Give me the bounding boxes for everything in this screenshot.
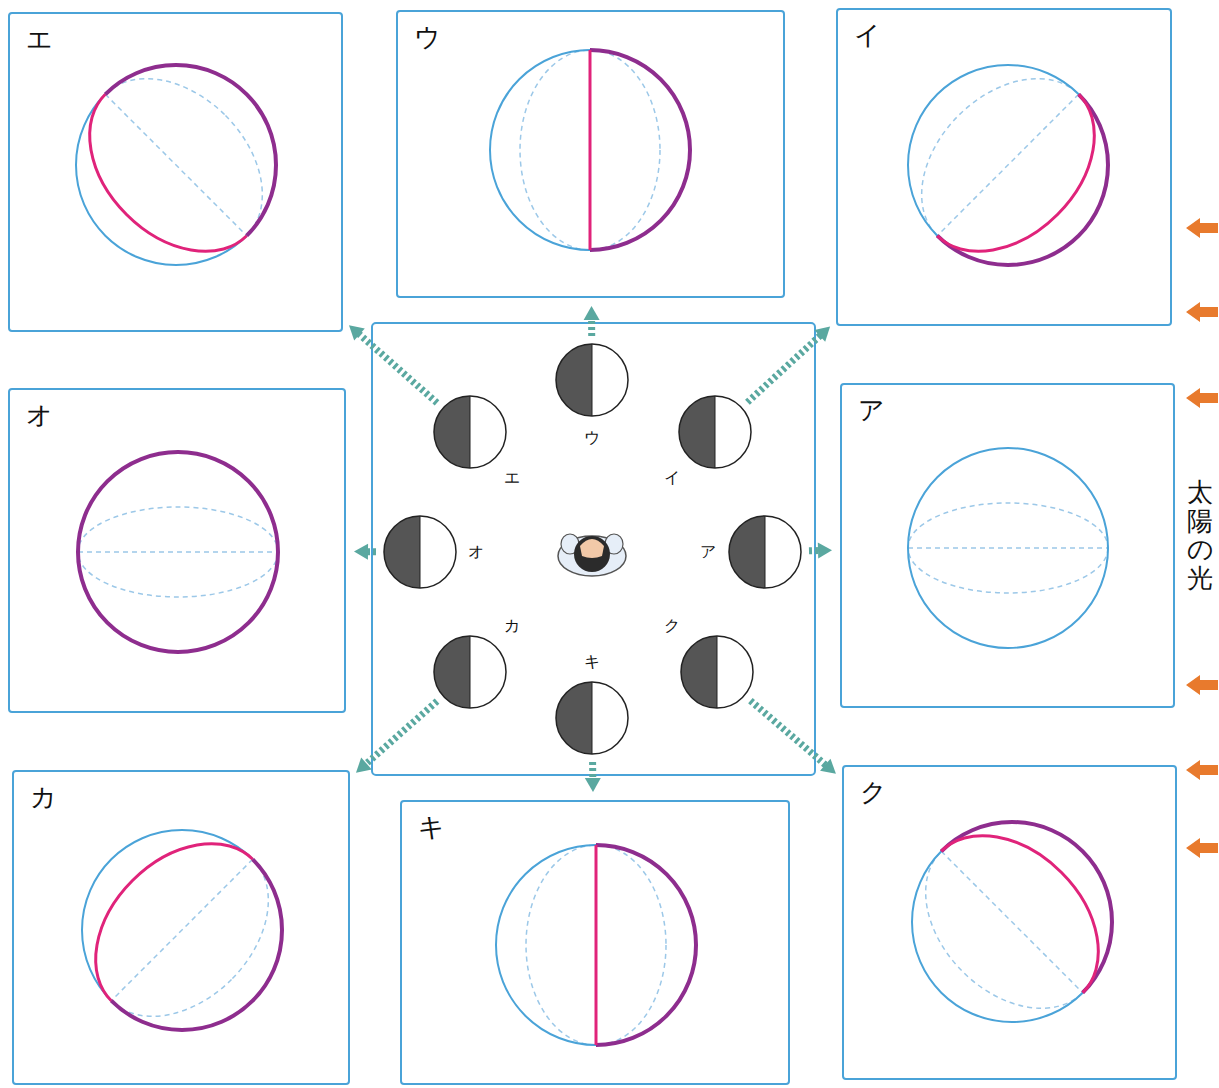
position-label: カ (504, 616, 520, 637)
phase-panel: キ (400, 800, 790, 1085)
view-arrow (750, 701, 836, 774)
moon-symbol (727, 514, 803, 590)
moon-position: イ (677, 394, 753, 470)
panel-label: オ (26, 398, 53, 433)
moon-symbol (679, 634, 755, 710)
position-label: エ (504, 468, 520, 489)
moon-position: カ (432, 634, 508, 710)
moon-position: ク (679, 634, 755, 710)
position-label: オ (468, 542, 484, 563)
position-label: キ (584, 652, 600, 673)
view-arrow (585, 762, 601, 792)
moon-position: ア (727, 514, 803, 590)
panel-label: ア (858, 393, 885, 428)
moon-phase (490, 50, 690, 250)
panel-label: ク (860, 775, 887, 810)
moon-symbol (554, 342, 630, 418)
position-label: ウ (584, 428, 600, 449)
moon-phase (41, 789, 324, 1072)
sunlight-label: 太陽の光 (1187, 478, 1213, 592)
moon-position: オ (382, 514, 458, 590)
center-panel (372, 323, 815, 775)
view-arrow (354, 544, 376, 560)
position-label: イ (664, 468, 680, 489)
phase-panel: オ (8, 388, 346, 713)
moon-phase (496, 845, 696, 1045)
moon-phase (78, 452, 278, 652)
phase-panel: ク (842, 765, 1177, 1080)
moon-phase (908, 448, 1108, 648)
phase-panel: エ (8, 12, 343, 332)
view-arrow (809, 543, 832, 559)
moon-phase (35, 24, 318, 307)
view-arrow (584, 306, 600, 336)
phase-panel: ア (840, 383, 1175, 708)
moon-symbol (432, 634, 508, 710)
view-arrow (747, 326, 830, 402)
observer (558, 534, 626, 576)
moon-symbol (382, 514, 458, 590)
position-label: ク (664, 616, 680, 637)
sunlight-arrow (1186, 218, 1218, 858)
moon-symbol (554, 680, 630, 756)
moon-symbol (432, 394, 508, 470)
phase-panel: カ (12, 770, 350, 1085)
moon-symbol (677, 394, 753, 470)
panel-label: ウ (414, 20, 441, 55)
view-arrow (349, 325, 437, 403)
panel-label: カ (30, 780, 57, 815)
phase-panel: イ (836, 8, 1172, 326)
moon-position: ウ (554, 342, 630, 418)
panel-label: イ (854, 18, 881, 53)
moon-position: キ (554, 680, 630, 756)
panel-label: エ (26, 22, 53, 57)
moon-position: エ (432, 394, 508, 470)
phase-panel: ウ (396, 10, 785, 298)
moon-phase (871, 781, 1154, 1064)
panel-label: キ (418, 810, 445, 845)
moon-phase (867, 24, 1150, 307)
position-label: ア (700, 542, 716, 563)
view-arrow (356, 701, 437, 773)
